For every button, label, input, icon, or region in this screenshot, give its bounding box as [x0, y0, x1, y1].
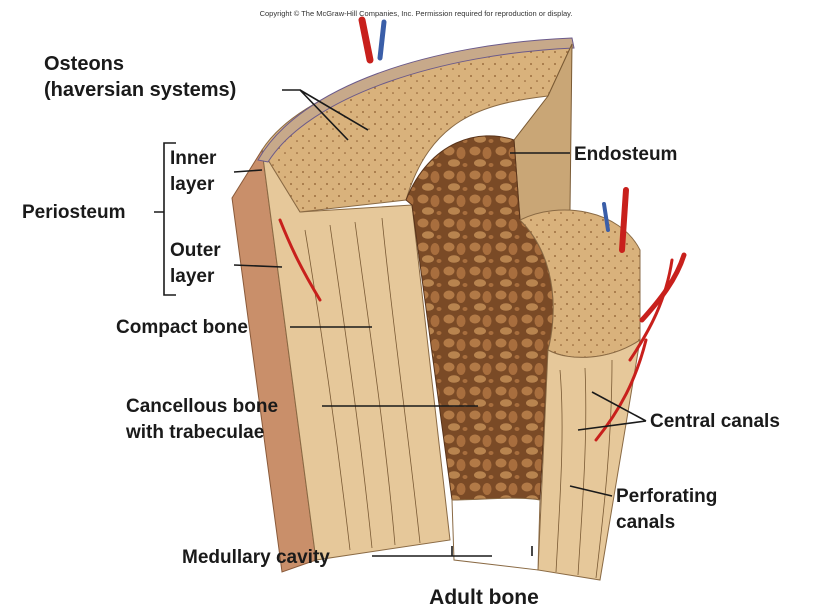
copyright-notice: Copyright © The McGraw-Hill Companies, I… — [260, 9, 573, 18]
label-outer-layer-line1: Outer — [170, 240, 221, 261]
label-compact-bone: Compact bone — [116, 317, 248, 338]
compact-bone-right — [538, 340, 640, 580]
label-perforating-line2: canals — [616, 512, 675, 533]
label-osteons-line1: Osteons — [44, 53, 124, 75]
label-cancellous-line2: with trabeculae — [125, 422, 264, 443]
label-outer-layer-line2: layer — [170, 266, 215, 287]
label-periosteum: Periosteum — [22, 202, 125, 223]
label-endosteum: Endosteum — [574, 144, 677, 165]
label-inner-layer-line1: Inner — [170, 148, 217, 169]
label-cancellous-line1: Cancellous bone — [126, 396, 278, 417]
label-osteons-line2: (haversian systems) — [44, 79, 236, 101]
figure-title: Adult bone — [429, 586, 539, 609]
medullary-cavity-gap — [452, 498, 540, 570]
label-medullary-cavity: Medullary cavity — [182, 547, 330, 568]
label-inner-layer-line2: layer — [170, 174, 215, 195]
label-central-canals: Central canals — [650, 411, 780, 432]
label-perforating-line1: Perforating — [616, 486, 717, 507]
